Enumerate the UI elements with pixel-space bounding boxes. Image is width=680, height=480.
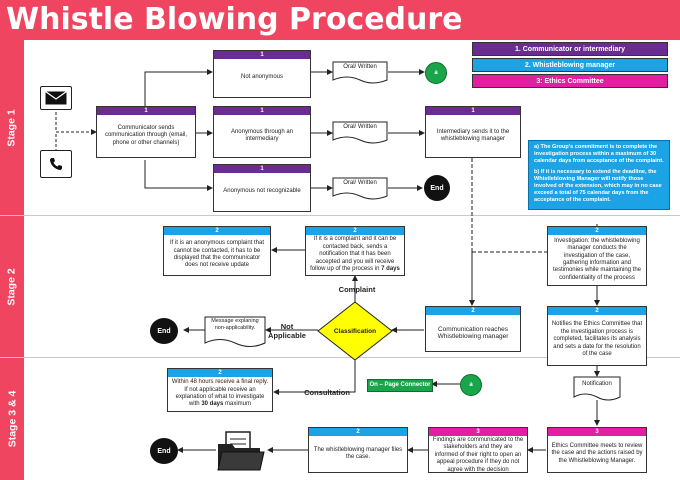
phone-icon: [40, 150, 72, 178]
legend-item-ethics-committee: 3: Ethics Committee: [472, 74, 668, 88]
end-terminal: End: [150, 438, 178, 464]
title-bar: Whistle Blowing Procedure: [0, 0, 680, 40]
legend-item-whistleblowing-manager: 2. Whistleblowing manager: [472, 58, 668, 72]
on-page-connector: On – Page Connector: [367, 379, 433, 392]
commitment-a: a) The Group's commitment is to complete…: [534, 144, 664, 164]
connector-a-circle: a: [425, 62, 447, 84]
end-terminal: End: [150, 318, 178, 344]
stage-rail: [0, 40, 24, 480]
legend-item-communicator: 1. Communicator or intermediary: [472, 42, 668, 56]
email-icon: [40, 86, 72, 110]
page-title: Whistle Blowing Procedure: [6, 2, 463, 37]
oral-written-doc-1: Oral/ Written: [343, 64, 377, 70]
notification-doc: Notification: [582, 381, 612, 387]
oral-written-doc-2: Oral/ Written: [343, 124, 377, 130]
classification-label: Classification: [333, 328, 377, 335]
commitment-note: a) The Group's commitment is to complete…: [528, 140, 670, 210]
message-doc: Message explaning non-applicability.: [211, 318, 259, 331]
consultation-label: Consultation: [304, 388, 350, 397]
stage-divider: [0, 215, 680, 216]
contacted-back-box: 2 If it is a complaint and it can be con…: [305, 226, 405, 276]
end-terminal: End: [424, 175, 450, 201]
connector-a-circle: a: [460, 374, 482, 396]
oral-written-doc-3: Oral/ Written: [343, 180, 377, 186]
final-reply-box: 2 Within 48 hours receive a final reply.…: [167, 368, 273, 412]
not-applicable-label: Not Applicable: [268, 322, 306, 340]
commitment-b: b) If it is necessary to extend the dead…: [534, 169, 662, 203]
folder-icon: [216, 430, 266, 472]
complaint-label: Complaint: [338, 285, 376, 294]
stage-divider: [0, 357, 680, 358]
